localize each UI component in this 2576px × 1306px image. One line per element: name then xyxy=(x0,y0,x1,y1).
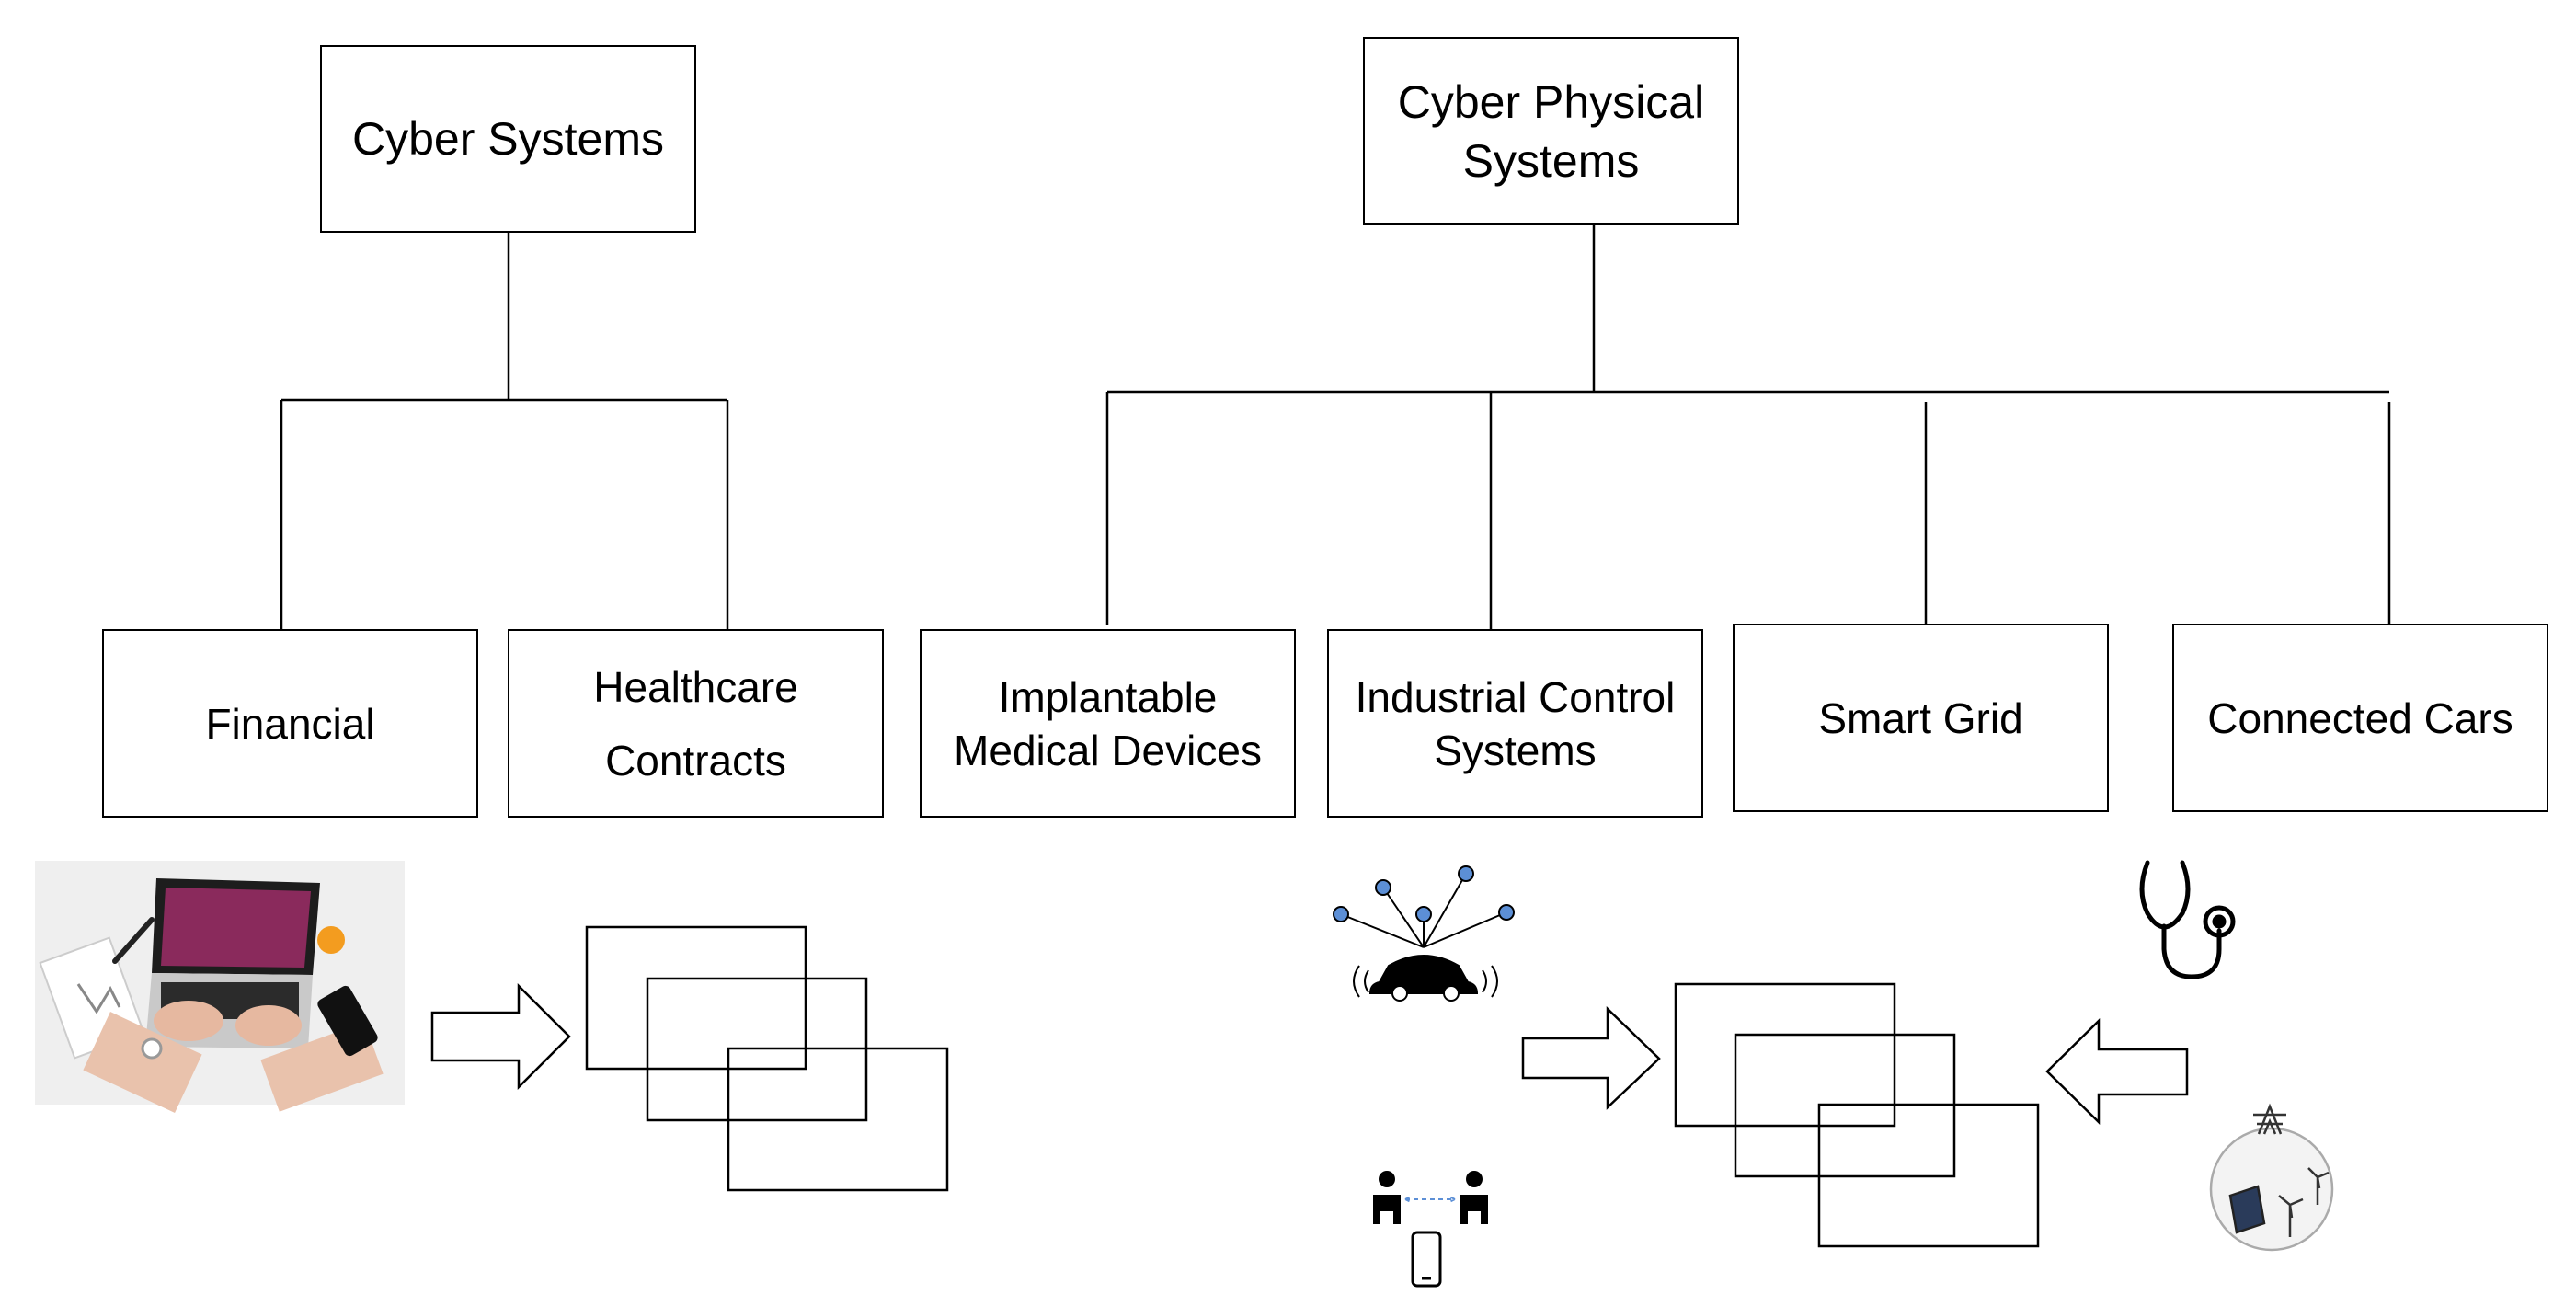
car-iot-icon xyxy=(1333,865,1515,1002)
financial-label: Financial xyxy=(205,699,375,748)
left-arrow-right xyxy=(2045,1018,2189,1125)
smart-grid-box: Smart Grid xyxy=(1733,624,2109,812)
industrial-control-systems-box: Industrial Control Systems xyxy=(1327,629,1703,818)
users-phone-icon xyxy=(1373,1171,1488,1288)
cyber-physical-systems-label: Cyber Physical Systems xyxy=(1397,75,1705,187)
healthcare-contracts-label: Healthcare Contracts xyxy=(593,662,798,785)
connector-lines xyxy=(280,223,2391,630)
industrial-control-systems-label: Industrial Control Systems xyxy=(1355,672,1676,774)
connected-cars-box: Connected Cars xyxy=(2172,624,2548,812)
stethoscope-icon xyxy=(2139,860,2236,980)
stacked-rectangles-right xyxy=(1674,982,2040,1248)
smart-grid-label: Smart Grid xyxy=(1818,693,2023,742)
implantable-medical-devices-label: Implantable Medical Devices xyxy=(954,672,1262,774)
financial-box: Financial xyxy=(102,629,478,818)
implantable-medical-devices-box: Implantable Medical Devices xyxy=(920,629,1296,818)
right-arrow-right xyxy=(1521,1006,1661,1110)
cyber-systems-box: Cyber Systems xyxy=(320,45,696,233)
laptop-photo xyxy=(35,861,405,1113)
healthcare-contracts-box: Healthcare Contracts xyxy=(508,629,884,818)
cyber-systems-label: Cyber Systems xyxy=(352,113,664,165)
power-grid-icon xyxy=(2209,1103,2334,1252)
right-arrow-left xyxy=(430,982,571,1091)
connected-cars-label: Connected Cars xyxy=(2207,693,2513,742)
cyber-physical-systems-box: Cyber Physical Systems xyxy=(1363,37,1739,225)
stacked-rectangles-left xyxy=(585,925,949,1192)
